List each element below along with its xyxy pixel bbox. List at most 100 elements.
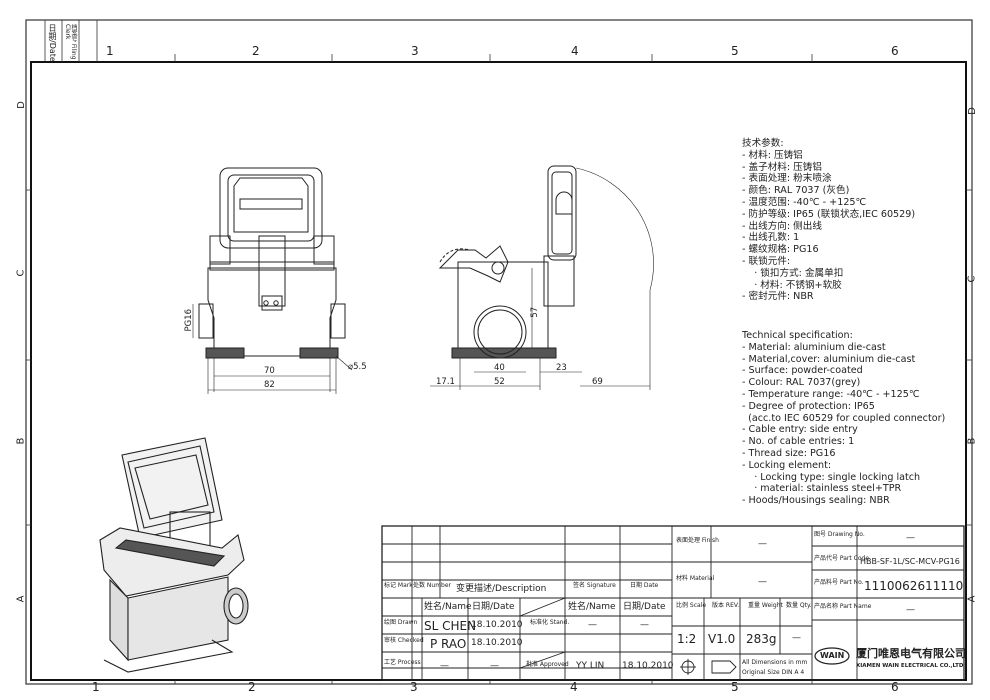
spec-cn-line: - 颜色: RAL 7037 (灰色) — [742, 185, 850, 197]
tb-qty-label: 数量 Qty. — [786, 602, 812, 609]
dim-pg16: PG16 — [184, 308, 195, 332]
col-label-bottom-2: 2 — [248, 680, 256, 694]
col-label-bottom-5: 5 — [731, 680, 739, 694]
col-label-bottom-3: 3 — [410, 680, 418, 694]
spec-cn-title: 技术参数: — [742, 138, 784, 149]
tb-checked-name: P RAO — [430, 637, 467, 651]
spec-cn-line: - 联锁元件: — [742, 255, 791, 267]
spec-cn-line: - 出线方向: 侧出线 — [742, 220, 822, 232]
spec-cn-line: - 盖子材料: 压铸铝 — [742, 161, 822, 173]
row-label-right-C: C — [966, 275, 978, 283]
tb-date-header: 日期 Date — [630, 582, 659, 589]
spec-cn-line: - 表面处理: 粉末喷涂 — [742, 173, 832, 185]
tb-stand-date: — — [640, 620, 649, 630]
spec-cn-line: - 温度范围: -40℃ - +125℃ — [742, 196, 867, 208]
tb-date-header-3: 日期/Date — [623, 602, 666, 612]
dim-82: 82 — [264, 380, 275, 390]
spec-en-line: - Locking element: — [742, 459, 832, 471]
date-corner-label: 日期/Date — [48, 24, 57, 62]
spec-en-line: - Cable entry: side entry — [742, 424, 858, 436]
spec-chinese: 技术参数: - 材料: 压铸铝 - 盖子材料: 压铸铝 - 表面处理: 粉末喷涂… — [742, 138, 915, 303]
tb-scale-label: 比例 Scale — [676, 602, 707, 609]
row-label-left-C: C — [15, 269, 27, 277]
dim-57: 57 — [530, 306, 541, 318]
col-label-top-6: 6 — [891, 44, 899, 58]
tb-date-header-2: 日期/Date — [472, 602, 515, 612]
spec-en-line: - Material,cover: aluminium die-cast — [742, 353, 916, 365]
tb-description: 变更描述/Description — [456, 584, 547, 594]
spec-cn-line: · 材料: 不锈钢+软胶 — [742, 279, 842, 291]
row-label-right-A: A — [966, 595, 978, 603]
row-label-right-D: D — [966, 107, 978, 115]
col-label-top-5: 5 — [731, 44, 739, 58]
tb-drawing-no-value: — — [906, 533, 915, 543]
row-label-left-B: B — [15, 437, 27, 445]
front-view-drawing — [192, 167, 353, 394]
filing-clerk-label: 档案号 Filing Clerk — [64, 24, 77, 60]
col-label-bottom-4: 4 — [570, 680, 578, 694]
tb-part-no-value: 1110062611110 — [864, 579, 964, 593]
row-label-left-A: A — [15, 595, 27, 603]
tb-stand-name: — — [588, 620, 597, 630]
tb-mark: 标记 Mark — [384, 582, 413, 589]
tb-material-label: 材料 Material — [676, 575, 715, 582]
tb-rev-value: V1.0 — [708, 632, 736, 646]
tb-standard-label: 标准化 Stand. — [530, 619, 570, 626]
spec-en-line: - Hoods/Housings sealing: NBR — [742, 495, 890, 507]
spec-en-line: - No. of cable entries: 1 — [742, 436, 855, 448]
tb-name-header: 姓名/Name — [424, 602, 472, 612]
dim-diameter: ⌀5.5 — [348, 362, 367, 372]
tb-part-no-label: 产品料号 Part No. — [814, 579, 864, 586]
zone-ticks — [26, 54, 972, 684]
col-label-top-4: 4 — [571, 44, 579, 58]
tb-number: 处数 Number — [413, 582, 452, 589]
tb-approved-date: 18.10.2010 — [622, 661, 674, 671]
dim-17-1: 17.1 — [436, 377, 455, 387]
outer-frame — [25, 19, 973, 685]
tb-process-label: 工艺 Process — [384, 659, 421, 666]
col-label-top-1: 1 — [106, 44, 114, 58]
tb-part-code-value: HBB-SF-1L/SC-MCV-PG16 — [860, 557, 960, 566]
spec-en-line: - Thread size: PG16 — [742, 447, 836, 459]
tb-checked-label: 审核 Checked — [384, 637, 424, 644]
spec-en-line: - Temperature range: -40℃ - +125℃ — [742, 388, 920, 400]
col-label-bottom-6: 6 — [891, 680, 899, 694]
row-label-right-B: B — [966, 437, 978, 445]
tb-part-code-label: 产品代号 Part Code — [814, 555, 870, 562]
tb-finish-value: — — [758, 539, 767, 549]
tb-signature: 签名 Signature — [573, 582, 616, 589]
spec-en-line: · Locking type: single locking latch — [742, 471, 921, 483]
dim-52: 52 — [494, 377, 505, 387]
spec-cn-line: - 防护等级: IP65 (联锁状态,IEC 60529) — [742, 208, 916, 220]
tb-material-value: — — [758, 577, 767, 587]
corner-block — [44, 20, 98, 62]
tb-weight-value: 283g — [746, 632, 777, 646]
tb-original-note: Original Size DIN A 4 — [742, 669, 805, 676]
tb-approved-name: YY LIN — [576, 661, 605, 671]
tb-rev-label: 版本 REV. — [712, 602, 740, 609]
spec-en-line: (acc.to IEC 60529 for coupled connector) — [742, 412, 946, 424]
tb-drawn-label: 绘图 Drawn — [384, 619, 418, 626]
tb-scale-value: 1:2 — [677, 632, 697, 646]
tb-dims-note: All Dimensions in mm — [742, 659, 808, 666]
title-block-grid — [381, 525, 965, 681]
spec-cn-line: - 密封元件: NBR — [742, 291, 814, 303]
tb-process-date: — — [490, 661, 499, 671]
dim-40: 40 — [494, 363, 505, 373]
company-name-cn: 厦门唯恩电气有限公司 — [856, 647, 966, 660]
tb-drawn-name: SL CHEN — [424, 619, 477, 633]
row-label-left-D: D — [15, 101, 27, 109]
tb-qty-value: — — [792, 633, 801, 643]
side-view-drawing — [430, 165, 654, 390]
col-label-top-2: 2 — [252, 44, 260, 58]
tb-drawn-date: 18.10.2010 — [471, 620, 523, 630]
tb-finish-label: 表面处理 Finish — [676, 537, 719, 544]
isometric-view-drawing — [99, 437, 249, 673]
tb-process-name: — — [440, 661, 449, 671]
dim-70: 70 — [264, 366, 275, 376]
spec-cn-line: - 出线孔数: 1 — [742, 232, 800, 244]
spec-en-line: - Colour: RAL 7037(grey) — [742, 377, 861, 389]
tb-drawing-no-label: 图号 Drawing No. — [814, 531, 865, 538]
col-label-top-3: 3 — [411, 44, 419, 58]
